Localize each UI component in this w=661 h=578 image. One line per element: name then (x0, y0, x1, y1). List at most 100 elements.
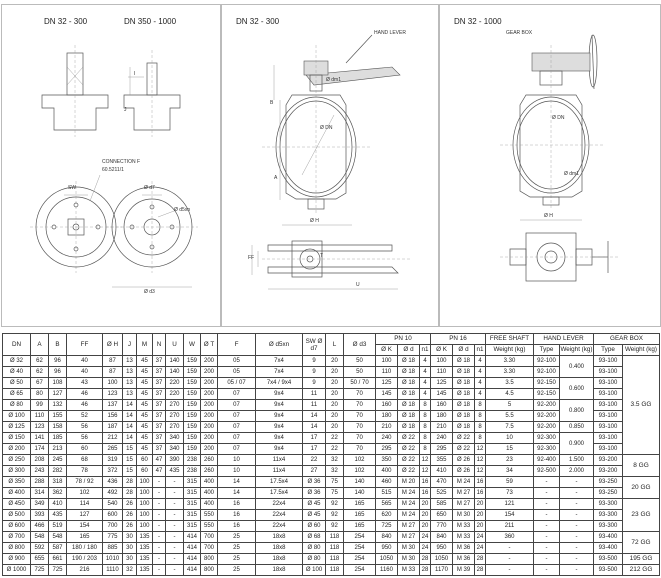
table-cell: 200 (200, 432, 218, 444)
table-cell: 92 (325, 498, 344, 510)
table-cell: 93-100 (593, 388, 623, 400)
table-cell: 93-300 (593, 520, 623, 532)
table-cell: - (152, 509, 166, 521)
table-cell: 8 (474, 399, 486, 411)
table-cell: 211 (485, 520, 534, 532)
table-cell: 70 (343, 399, 376, 411)
hand-lever-valve-drawing (251, 34, 412, 290)
table-cell: 11 (302, 399, 326, 411)
table-cell: M 24 (452, 476, 475, 488)
table-cell: 200 (200, 443, 218, 455)
header-f: F (217, 333, 256, 356)
table-cell: - (559, 531, 594, 543)
table-cell: 92-100 (533, 366, 560, 378)
table-cell: 12 (474, 454, 486, 466)
table-cell: 8 (419, 410, 431, 422)
table-cell: Ø 26 (452, 454, 475, 466)
table-cell: 28 (122, 487, 137, 499)
table-cell: 75 (325, 476, 344, 488)
table-cell: 45 (136, 355, 153, 367)
table-cell: 123 (30, 421, 49, 433)
table-cell: 93-400 (593, 542, 623, 554)
table-cell: 700 (102, 520, 123, 532)
table-cell: 410 (48, 498, 67, 510)
table-cell: - (559, 564, 594, 576)
table-cell: 37 (152, 388, 166, 400)
label-dn: Ø DN (552, 115, 565, 121)
table-cell: 20 (419, 509, 431, 521)
table-cell: 40 (66, 366, 103, 378)
header-hand-lever-type: Type (533, 344, 560, 356)
table-cell: 22x4 (255, 520, 303, 532)
table-cell: Ø 150 (2, 432, 31, 444)
table-cell: 950 (430, 542, 453, 554)
table-cell: 4 (419, 366, 431, 378)
table-cell: 108 (48, 377, 67, 389)
table-cell: 25 (217, 531, 256, 543)
table-cell: 16 (217, 520, 256, 532)
table-cell: 47 (152, 454, 166, 466)
table-cell: Ø 400 (2, 487, 31, 499)
table-cell: - (165, 520, 184, 532)
table-cell: 145 (430, 388, 453, 400)
header-w: W (183, 333, 201, 356)
table-cell: 18x8 (255, 564, 303, 576)
table-cell: 548 (30, 531, 49, 543)
table-cell: 159 (183, 366, 201, 378)
header-u: U (165, 333, 184, 356)
table-cell: 270 (165, 410, 184, 422)
table-cell: 160 (375, 399, 398, 411)
table-cell: 243 (30, 465, 49, 477)
table-cell: 30 (122, 531, 137, 543)
table-cell: 22 (302, 454, 326, 466)
table-cell: 22 (325, 443, 344, 455)
header-pn16-k: Ø K (430, 344, 453, 356)
label-t: T (320, 253, 324, 259)
table-cell: 18x8 (255, 542, 303, 554)
table-cell: 3.30 (485, 366, 534, 378)
table-cell: 45 (136, 399, 153, 411)
table-cell: Ø 80 (302, 553, 326, 565)
table-cell: 07 (217, 410, 256, 422)
table-cell: 23 (485, 454, 534, 466)
header-t: Ø T (200, 333, 218, 356)
table-cell: 20 (325, 355, 344, 367)
table-cell: 30 (122, 542, 137, 554)
hand-lever-weight-cell: 0.850 (559, 421, 594, 433)
table-cell: 28 (419, 553, 431, 565)
table-cell: Ø 50 (2, 377, 31, 389)
table-cell: 16 (217, 498, 256, 510)
table-cell: 16 (217, 509, 256, 521)
table-cell: 158 (48, 421, 67, 433)
table-cell: 45 (136, 388, 153, 400)
table-cell: - (559, 487, 594, 499)
label-j: J (124, 107, 127, 113)
table-cell: 15 (122, 443, 137, 455)
table-cell: 700 (200, 531, 218, 543)
table-cell: 92-300 (533, 432, 560, 444)
table-cell: 25 (217, 542, 256, 554)
table-cell: 466 (30, 520, 49, 532)
table-cell: 7.5 (485, 421, 534, 433)
table-cell: 260 (200, 465, 218, 477)
table-cell: 315 (183, 498, 201, 510)
table-cell: Ø 18 (397, 366, 420, 378)
table-cell: 37 (152, 443, 166, 455)
table-cell: Ø 18 (452, 388, 475, 400)
table-cell: 700 (200, 542, 218, 554)
table-cell: M 27 (452, 498, 475, 510)
table-cell: 37 (152, 377, 166, 389)
table-cell: 725 (30, 564, 49, 576)
table-cell: 492 (102, 487, 123, 499)
table-cell: 655 (30, 553, 49, 565)
table-cell: 37 (152, 355, 166, 367)
table-cell: Ø 1000 (2, 564, 31, 576)
table-cell: Ø 600 (2, 520, 31, 532)
table-cell: M 27 (452, 487, 475, 499)
table-cell: 400 (200, 476, 218, 488)
table-cell: 4 (419, 388, 431, 400)
table-cell: 155 (48, 410, 67, 422)
table-cell: 56 (66, 421, 103, 433)
table-cell: 159 (183, 355, 201, 367)
